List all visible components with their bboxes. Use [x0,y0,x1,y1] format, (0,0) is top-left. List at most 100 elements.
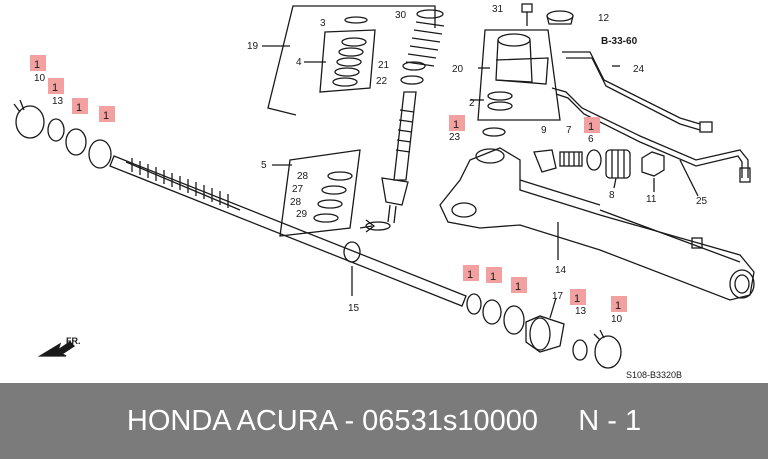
reference-label: B-33-60 [601,36,638,47]
spring-7 [559,151,583,167]
seal-stack-4 [332,37,367,87]
part-9 [533,149,557,173]
badge-box [570,289,586,305]
seal-21 [402,61,426,71]
callout-number-27: 27 [292,184,304,195]
seal-left-2 [88,139,112,169]
group-bracket-19-top [296,5,436,28]
callout-number-30: 30 [395,10,407,21]
seal-right-2 [482,299,502,325]
callout-number-23: 23 [449,132,461,143]
callout-number-14: 14 [555,265,567,276]
callout-number-12: 12 [598,13,610,24]
badge-count: 1 [515,281,521,293]
seal-28 [327,171,353,181]
badge-count: 1 [103,110,109,122]
callout-number-2: 2 [469,98,475,109]
callout-number-24: 24 [633,64,645,75]
badge-box [486,267,502,283]
badge-box [449,115,465,131]
valve-housing-20 [495,33,549,85]
callout-number-17: 17 [552,291,564,302]
assembly-arrow [359,219,376,233]
clamp-10-right [593,329,622,369]
seal-28-b [317,199,343,209]
callout-number-3: 3 [320,18,326,29]
seal-2-b [487,101,513,111]
badge-count: 1 [467,269,473,281]
badge-box [30,55,46,71]
seal-2 [487,91,513,101]
seal-13-left [47,118,65,142]
callout-number-19: 19 [247,41,259,52]
badge-box [463,265,479,281]
callout-number-11: 11 [646,194,657,205]
badge-box [48,78,64,94]
boot-8 [605,149,631,179]
callout-number-5: 5 [261,160,267,171]
leader-lines [262,45,699,319]
badge-box [511,277,527,293]
seal-27 [321,185,347,195]
direction-label: FR. [66,336,81,346]
ring-bottom [365,221,391,231]
pipe-25-fitting [739,167,751,183]
callout-number-28: 28 [297,171,309,182]
badge-count: 1 [588,121,594,133]
o-ring-23 [482,127,506,137]
callout-number-31: 31 [492,4,504,15]
washer-3 [344,16,368,24]
callout-number-10: 10 [611,314,623,325]
pipe-24-fitting [699,121,713,133]
badge-box [99,106,115,122]
group-box-5 [279,149,361,237]
badge-count: 1 [76,102,82,114]
bolt-31 [521,3,533,26]
callout-number-22: 22 [376,76,388,87]
rack-shaft-15 [109,155,467,307]
group-box-20 [477,29,561,121]
badge-count: 1 [490,271,496,283]
badge-count: 1 [34,59,40,71]
badge-box [584,117,600,133]
badge-count: 1 [615,300,621,312]
badge-count: 1 [453,119,459,131]
callout-number-4: 4 [296,57,302,68]
nut-11 [641,151,665,177]
callout-number-20: 20 [452,64,464,75]
callout-number-13: 13 [575,306,587,317]
drawing-code: S108-B3320B [626,370,682,380]
callout-number-8: 8 [609,190,615,201]
seal-29 [313,213,339,223]
badge-count: 1 [52,82,58,94]
callout-number-10: 10 [34,73,46,84]
callout-number-9: 9 [541,125,547,136]
callout-number-7: 7 [566,125,572,136]
valve-spring-30 [405,9,445,67]
pinion-shaft [381,91,417,224]
bearing-22 [400,75,424,85]
group-bracket-19 [267,5,297,116]
badge-layer [30,55,627,312]
group-box-4 [319,29,376,93]
seal-left-1 [65,128,87,156]
callout-number-6: 6 [588,134,594,145]
callout-number-21: 21 [378,60,390,71]
footer-part-number: HONDA ACURA - 06531s10000 N - 1 [126,405,642,437]
clamp-10-left [13,99,45,139]
callout-number-28: 28 [290,197,302,208]
pipe-25 [551,87,749,178]
o-ring-6 [586,149,602,171]
badge-box [611,296,627,312]
badge-box [72,98,88,114]
parts-diagram-svg: 1933031124212220224101323976528272829811… [13,3,755,380]
bushing-17 [525,315,565,353]
callout-number-15: 15 [348,303,360,314]
pipe-24 [562,51,701,131]
seal-13-right [572,339,588,361]
seal-right-3 [503,305,525,335]
cap-12 [546,10,574,25]
direction-arrow-icon [37,341,76,357]
